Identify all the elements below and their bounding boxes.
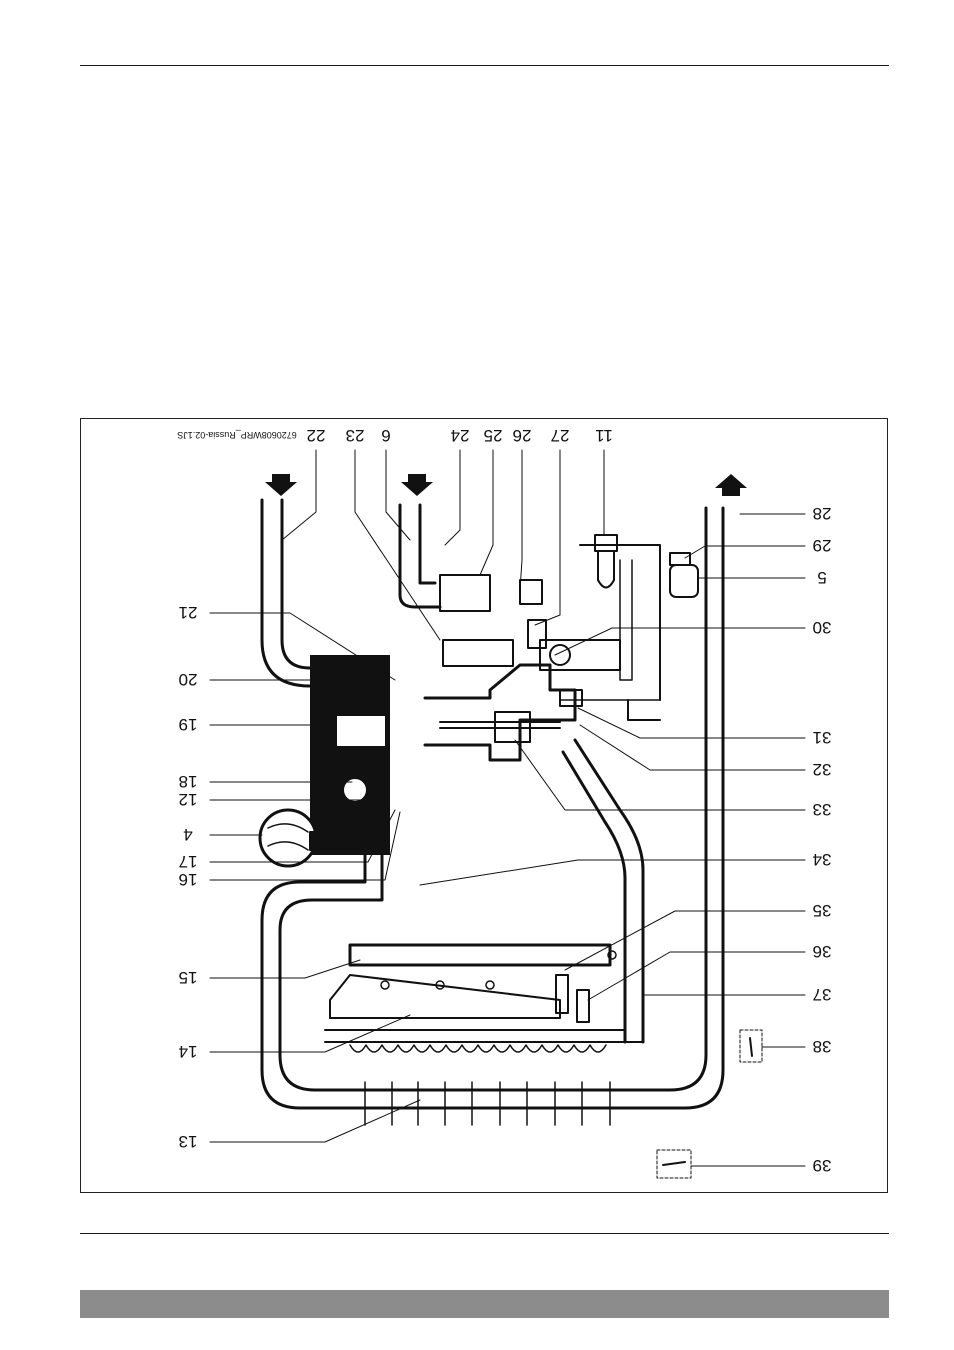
label-left: 18 [179,772,198,791]
label-left: 16 [179,870,198,889]
label-top: 22 [307,426,326,445]
label-left: 13 [179,1132,198,1151]
label-top: 23 [346,426,365,445]
label-top: 6 [381,426,390,445]
label-right: 38 [813,1037,832,1056]
label-right: 36 [813,942,832,961]
gas-inlet-arrow [401,474,433,496]
figure-code: 6720608WRP_Russia-02.1JS [177,430,297,440]
label-right: 32 [813,760,832,779]
label-right: 29 [813,536,832,555]
label-left: 4 [183,825,192,844]
label-right: 5 [817,568,826,587]
label-left: 17 [179,852,198,871]
label-top: 11 [595,426,613,445]
label-left: 21 [179,603,198,622]
flame-sensor [577,990,589,1022]
label-right: 34 [813,850,832,869]
pump [310,655,390,855]
return-arrow [265,474,297,496]
water-valve [440,575,490,611]
label-right: 35 [813,901,832,920]
hot-water-arrow [715,474,747,496]
label-right: 31 [813,728,832,747]
label-left: 19 [179,715,198,734]
label-left: 15 [179,968,198,987]
label-right: 28 [813,504,832,523]
burner-manifold [350,945,610,965]
label-top: 24 [451,426,470,445]
label-left: 12 [179,790,198,809]
label-right: 39 [813,1156,832,1175]
label-right: 37 [813,985,832,1004]
label-left: 14 [179,1042,198,1061]
ignition-electrode [556,975,568,1013]
label-left: 20 [179,670,198,689]
combustion-chamber [575,740,643,1042]
label-right: 33 [813,800,832,819]
expansion-vessel [260,810,316,866]
label-top: 27 [551,426,570,445]
label-top: 25 [484,426,503,445]
label-right: 30 [813,618,832,637]
label-top: 26 [513,426,532,445]
